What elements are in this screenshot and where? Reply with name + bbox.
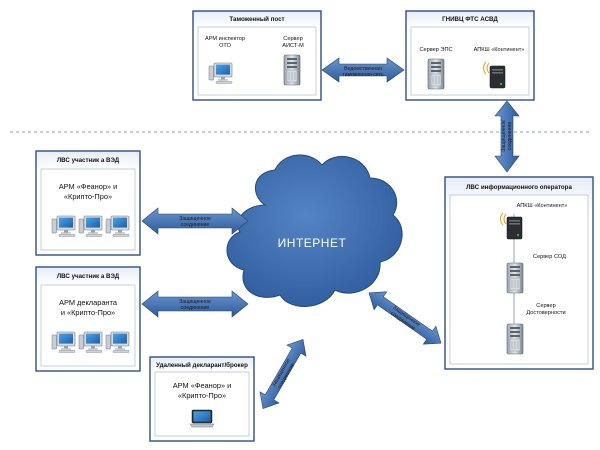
operator-sod-label: Сервер СОД (533, 254, 566, 260)
remote-arm-label-1: АРМ «Феанор» и (173, 381, 232, 390)
gnivc-apksh-label: АПКШ «Континент» (474, 47, 525, 53)
gnivc-box: ГНИВЦ ФТС АСВД Сервер ЭПС АПКШ «Континен… (405, 10, 535, 101)
customs-post-box: Таможенный пост АРМ инспектор ОТО Сервер… (192, 10, 322, 101)
departmental-network-label-2: таможенная сеть (342, 72, 383, 78)
remote-declarant-box: Удаленный декларант/брокер АРМ «Феанор» … (149, 356, 255, 442)
lan2-arm-label-1: АРМ декларанта (59, 298, 118, 307)
secure-connection-label-2: соединение (507, 122, 513, 151)
remote-secure-arrow: Защищенное соединение (259, 338, 307, 410)
lan1-arrow-label-1: Защищенное (179, 216, 211, 222)
customs-arm-label-1: АРМ инспектор (205, 36, 245, 42)
secure-connection-label-1: Защищенное (501, 120, 507, 152)
departmental-network-arrow: Ведомственная таможенная сеть (321, 57, 405, 83)
lan1-arm-label-2: «Крипто-Про» (64, 192, 112, 201)
server-icon (506, 323, 524, 355)
lan1-secure-arrow: Защищенное соединение (141, 207, 249, 235)
internet-cloud: ИНТЕРНЕТ (226, 154, 403, 307)
operator-dost-label-1: Сервер (536, 303, 555, 309)
customs-server-label-1: Сервер (283, 36, 302, 42)
lan2-arrow-label-2: соединение (181, 305, 210, 311)
remote-arm-label-2: «Крипто-Про» (178, 391, 226, 400)
server-icon (283, 54, 301, 86)
gnivc-server-label: Сервер ЭПС (419, 47, 452, 53)
laptop-icon (189, 409, 215, 428)
lan1-arrow-label-2: соединение (181, 222, 210, 228)
lan-participant-1-box: ЛВС участник а ВЭД АРМ «Феанор» и «Крипт… (35, 150, 141, 256)
lan2-title: ЛВС участник а ВЭД (57, 273, 120, 280)
departmental-network-label-1: Ведомственная (344, 66, 382, 72)
lan2-arm-label-2: и «Крипто-Про» (61, 308, 115, 317)
lan-participant-2-box: ЛВС участник а ВЭД АРМ декларанта и «Кри… (35, 266, 141, 372)
lan2-arrow-label-1: Защищенное (179, 299, 211, 305)
secure-connection-arrow-vertical: Защищенное соединение (494, 100, 520, 173)
operator-apksh-label: АПКШ «Континент» (517, 203, 568, 209)
lan2-secure-arrow: Защищенное соединение (141, 290, 249, 318)
gnivc-title: ГНИВЦ ФТС АСВД (442, 16, 498, 23)
remote-title: Удаленный декларант/брокер (156, 362, 248, 369)
server-icon (506, 262, 524, 294)
lan1-title: ЛВС участник а ВЭД (57, 157, 120, 164)
lan1-arm-label-1: АРМ «Феанор» и (59, 182, 118, 191)
operator-secure-arrow: Защищенное соединение (368, 291, 442, 345)
customs-arm-label-2: ОТО (219, 43, 232, 49)
customs-server-label-2: АИСТ-М (282, 43, 304, 49)
operator-title: ЛВС информационного оператора (466, 184, 572, 191)
internet-label: ИНТЕРНЕТ (278, 236, 347, 250)
operator-dost-label-2: Достоверности (526, 310, 565, 316)
customs-post-title: Таможенный пост (229, 16, 284, 23)
server-icon (427, 58, 445, 90)
operator-lan-box: ЛВС информационного оператора АПКШ «Конт… (444, 176, 594, 370)
